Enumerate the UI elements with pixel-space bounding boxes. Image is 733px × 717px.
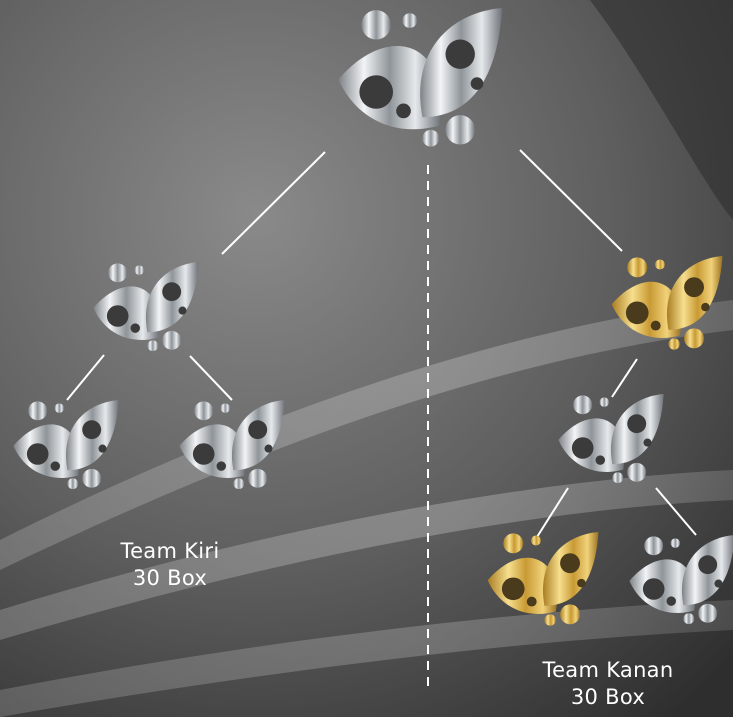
background-swoosh-2 bbox=[0, 470, 733, 640]
left-team-caption: Team Kiri 30 Box bbox=[70, 538, 270, 592]
connector-root-right bbox=[519, 149, 623, 252]
connector-right-node-child bbox=[611, 358, 638, 398]
right-team-caption: Team Kanan 30 Box bbox=[508, 657, 708, 711]
background-swoosh-top bbox=[590, 0, 733, 220]
connector-left-child-1 bbox=[66, 354, 105, 401]
connector-lines bbox=[66, 149, 697, 690]
connector-right-grandchild-1 bbox=[536, 487, 569, 538]
background-swoosh-3 bbox=[0, 600, 733, 717]
left-team-name: Team Kiri bbox=[120, 539, 220, 563]
connector-left-child-2 bbox=[189, 355, 233, 401]
right-team-count: 30 Box bbox=[570, 685, 646, 709]
left-team-count: 30 Box bbox=[132, 566, 208, 590]
connector-right-grandchild-2 bbox=[655, 487, 697, 536]
connector-root-left bbox=[221, 151, 326, 255]
right-team-name: Team Kanan bbox=[542, 658, 674, 682]
